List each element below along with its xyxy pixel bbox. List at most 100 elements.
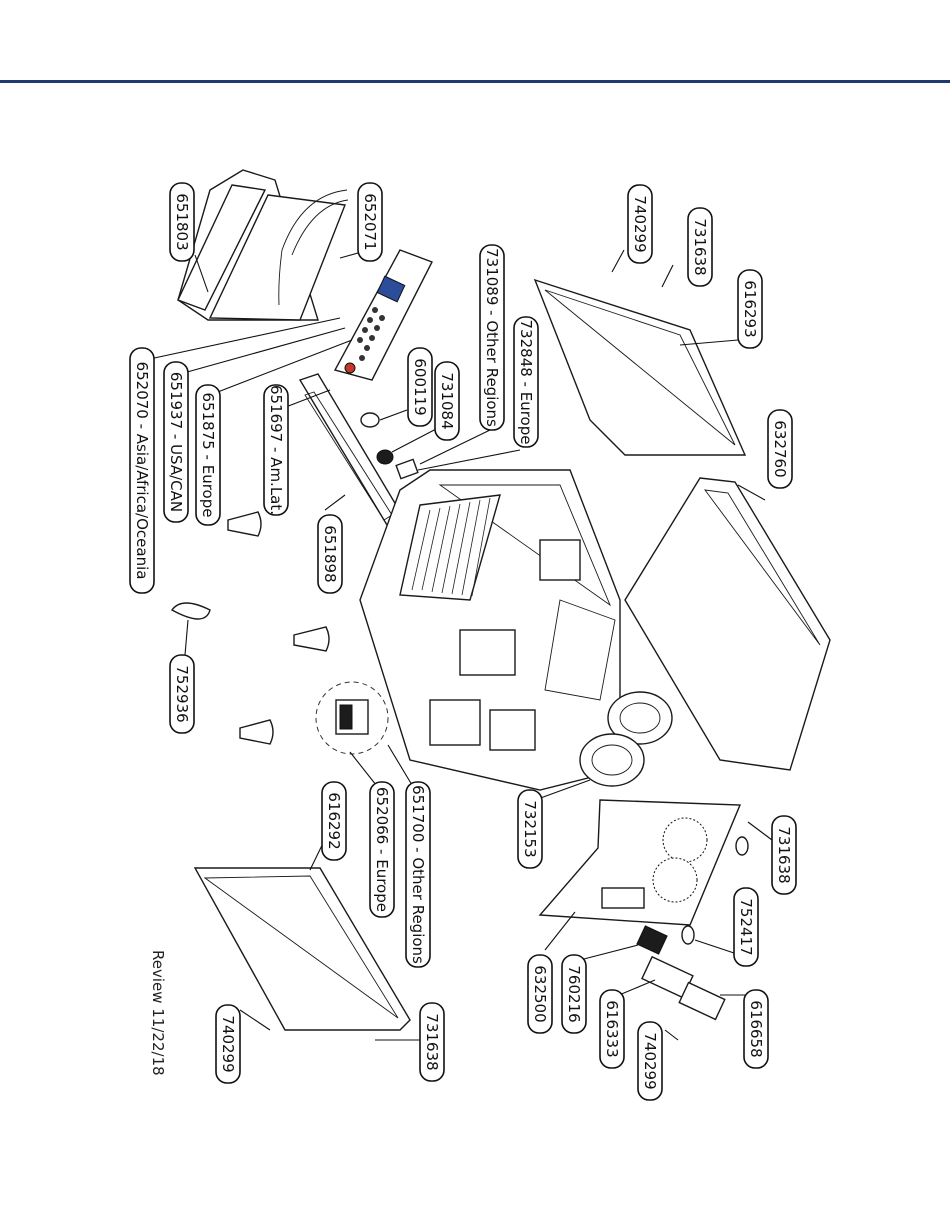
callout-box xyxy=(419,1002,445,1082)
callout-label: 732153 xyxy=(521,800,539,857)
callout-label: 616658 xyxy=(747,1000,765,1057)
callout-label: 652066 - Europe xyxy=(373,787,391,912)
door-assembly xyxy=(177,169,349,321)
callout-box xyxy=(479,244,505,431)
callout-731084: 731084 xyxy=(434,361,460,441)
callout-box xyxy=(637,1021,663,1101)
callout-731638: 731638 xyxy=(687,207,713,287)
small-parts xyxy=(636,836,749,1021)
callout-box xyxy=(215,1004,241,1084)
callout-632760: 632760 xyxy=(767,409,793,489)
callout-740299: 740299 xyxy=(215,1004,241,1084)
panel-616292 xyxy=(193,867,411,1031)
callout-box xyxy=(407,347,433,427)
callout-731638: 731638 xyxy=(419,1002,445,1082)
callout-label: 616292 xyxy=(325,792,343,849)
callout-label: 651700 - Other Regions xyxy=(409,785,427,964)
callout-651697: 651697 - Am.Lat. xyxy=(263,384,289,516)
control-panel xyxy=(333,249,433,381)
callout-label: 651875 - Europe xyxy=(199,393,217,518)
callout-651700: 651700 - Other Regions xyxy=(405,781,431,968)
callout-label: 740299 xyxy=(631,195,649,252)
callout-616293: 616293 xyxy=(737,269,763,349)
callout-box xyxy=(627,184,653,264)
callout-652066: 652066 - Europe xyxy=(369,781,395,918)
callout-box xyxy=(517,789,543,869)
main-chassis xyxy=(359,469,621,791)
callout-layer: 651803 652071 740299 731638 616293 731089 - O… xyxy=(129,182,797,1101)
leader-lines xyxy=(144,249,773,1041)
callout-632500: 632500 xyxy=(527,954,553,1034)
callout-box xyxy=(369,781,395,918)
callout-box xyxy=(687,207,713,287)
callout-752417: 752417 xyxy=(733,887,759,967)
callout-box xyxy=(321,781,347,861)
callout-600119: 600119 xyxy=(407,347,433,427)
callout-box xyxy=(317,514,343,594)
review-note: Review 11/22/18 xyxy=(149,950,167,1076)
callout-label: 731638 xyxy=(423,1013,441,1070)
callout-box xyxy=(737,269,763,349)
panel-616293 xyxy=(533,278,747,456)
transformer-inset xyxy=(315,681,389,755)
callout-732153: 732153 xyxy=(517,789,543,869)
callout-label: 632500 xyxy=(531,965,549,1022)
callout-box xyxy=(169,182,195,262)
callout-box xyxy=(405,781,431,968)
callout-label: 651697 - Am.Lat. xyxy=(267,385,285,515)
callout-616658: 616658 xyxy=(743,989,769,1069)
callout-label: 731084 xyxy=(438,372,456,429)
callout-box xyxy=(767,409,793,489)
callout-box xyxy=(434,361,460,441)
callout-box xyxy=(129,347,155,594)
cover-632760 xyxy=(624,477,831,771)
callout-label: 732848 - Europe xyxy=(517,320,535,445)
callout-651875: 651875 - Europe xyxy=(195,384,221,526)
callout-740299: 740299 xyxy=(637,1021,663,1101)
callout-box xyxy=(743,989,769,1069)
callout-652071: 652071 xyxy=(357,182,383,262)
callout-box xyxy=(527,954,553,1034)
header-rule xyxy=(0,80,950,83)
callout-label: 651803 xyxy=(173,193,191,250)
callout-label: 600119 xyxy=(411,358,429,415)
feet xyxy=(170,511,330,745)
callout-box xyxy=(513,316,539,448)
callout-box xyxy=(733,887,759,967)
callout-760216: 760216 xyxy=(561,954,587,1034)
callout-740299: 740299 xyxy=(627,184,653,264)
callout-label: 760216 xyxy=(565,965,583,1022)
callout-616333: 616333 xyxy=(599,989,625,1069)
callout-box xyxy=(169,654,195,734)
callout-731638: 731638 xyxy=(771,815,797,895)
callout-label: 731089 - Other Regions xyxy=(483,248,501,427)
callout-box xyxy=(357,182,383,262)
callout-label: 616293 xyxy=(741,280,759,337)
callout-label: 616333 xyxy=(603,1000,621,1057)
callout-box xyxy=(771,815,797,895)
callout-label: 652070 - Asia/Africa/Oceania xyxy=(133,362,151,580)
callout-651937: 651937 - USA/CAN xyxy=(163,361,189,523)
callout-732848: 732848 - Europe xyxy=(513,316,539,448)
fans-732153 xyxy=(579,691,673,787)
callout-731089: 731089 - Other Regions xyxy=(479,244,505,431)
callout-box xyxy=(599,989,625,1069)
callout-label: 731638 xyxy=(691,218,709,275)
callout-label: 731638 xyxy=(775,826,793,883)
callout-651803: 651803 xyxy=(169,182,195,262)
callout-616292: 616292 xyxy=(321,781,347,861)
knob-parts xyxy=(360,412,419,480)
callout-label: 752417 xyxy=(737,898,755,955)
callout-752936: 752936 xyxy=(169,654,195,734)
callout-box xyxy=(263,384,289,516)
callout-label: 752936 xyxy=(173,665,191,722)
callout-label: 740299 xyxy=(219,1015,237,1072)
callout-label: 652071 xyxy=(361,193,379,250)
callout-box xyxy=(561,954,587,1034)
back-panel-632500 xyxy=(538,799,742,926)
callout-label: 632760 xyxy=(771,420,789,477)
callout-652070: 652070 - Asia/Africa/Oceania xyxy=(129,347,155,594)
callout-label: 651898 xyxy=(321,525,339,582)
callout-651898: 651898 xyxy=(317,514,343,594)
